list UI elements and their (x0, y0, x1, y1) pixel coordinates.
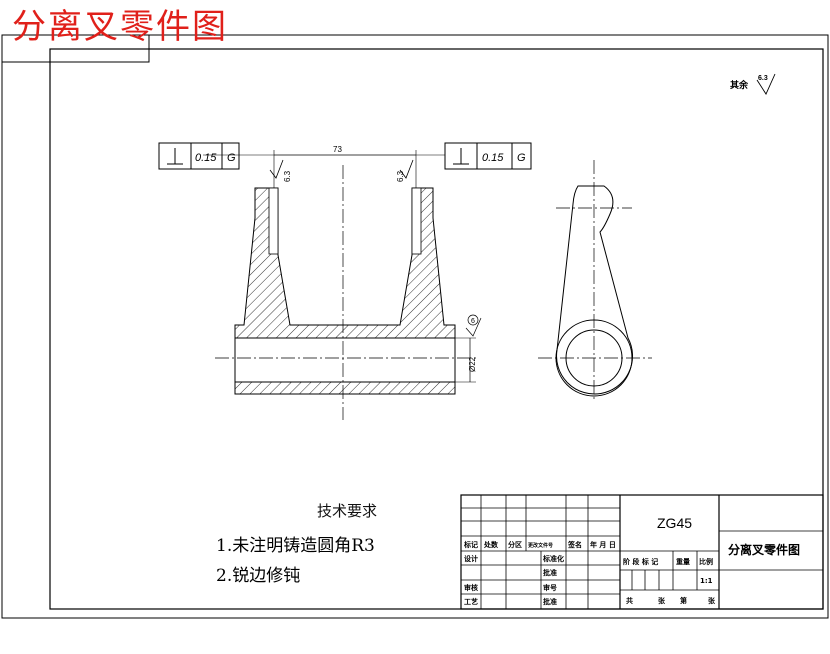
tb-sheet-4: 张 (708, 596, 716, 605)
roughness-right: 6.3 (396, 170, 405, 182)
tb-weight-label: 重量 (676, 557, 690, 566)
tol-value-left: 0.15 (195, 152, 217, 164)
tb-material: ZG45 (657, 515, 692, 531)
tb-sheet-1: 共 (626, 596, 633, 605)
requirement-item-2: 2.锐边修钝 (216, 566, 301, 586)
tb-row-label-1: 标记 (463, 540, 478, 549)
surface-finish-symbol (756, 73, 776, 95)
tb-sheet-3: 第 (680, 596, 687, 605)
surface-finish-value: 6.3 (758, 75, 768, 82)
requirement-item-1: 1.未注明铸造圆角R3 (216, 536, 375, 556)
tb-row-label-4: 更改文件号 (528, 542, 553, 549)
tb-sheet-2: 张 (658, 596, 666, 605)
side-view (538, 160, 652, 400)
inner-frame (49, 48, 824, 610)
tolerance-frame-right (444, 142, 532, 170)
corner-box (1, 34, 150, 63)
page-title: 分离叉零件图 (12, 7, 228, 47)
bore-dimension: Ø22 (468, 356, 477, 372)
tb-mid-label-2: 批准 (543, 568, 557, 577)
outer-border (1, 34, 829, 619)
tb-mid-label-3: 审号 (543, 583, 557, 592)
datum-left: G (227, 152, 236, 164)
tb-row-label-3: 分区 (508, 540, 522, 549)
tb-stage-label: 阶 段 标 记 (623, 557, 658, 566)
tol-value-right: 0.15 (482, 152, 504, 164)
tb-scale-label: 比例 (699, 557, 713, 566)
datum-right: G (517, 152, 526, 164)
roughness-bore: 6 (471, 318, 475, 325)
tolerance-frame-left (158, 142, 240, 170)
tb-row-label-6: 年 月 日 (590, 540, 616, 549)
surface-finish-note: 其余 (730, 79, 749, 91)
title-block (460, 494, 824, 610)
front-view (203, 150, 482, 420)
roughness-left: 6.3 (283, 170, 292, 182)
dimension-73: 73 (333, 145, 342, 154)
tb-mid-label-4: 批准 (543, 597, 557, 606)
tb-row-label-5: 签名 (567, 540, 582, 549)
tb-drawing-name: 分离叉零件图 (728, 542, 800, 557)
tb-row-label-2: 处数 (483, 540, 499, 549)
requirements-title: 技术要求 (317, 502, 378, 520)
tb-mid-label-1: 标准化 (542, 554, 564, 563)
tb-left-label-3: 工艺 (464, 597, 478, 606)
tb-scale-value: 1:1 (700, 577, 713, 585)
tb-left-label-1: 设计 (464, 554, 478, 563)
tb-left-label-2: 审核 (464, 583, 478, 592)
